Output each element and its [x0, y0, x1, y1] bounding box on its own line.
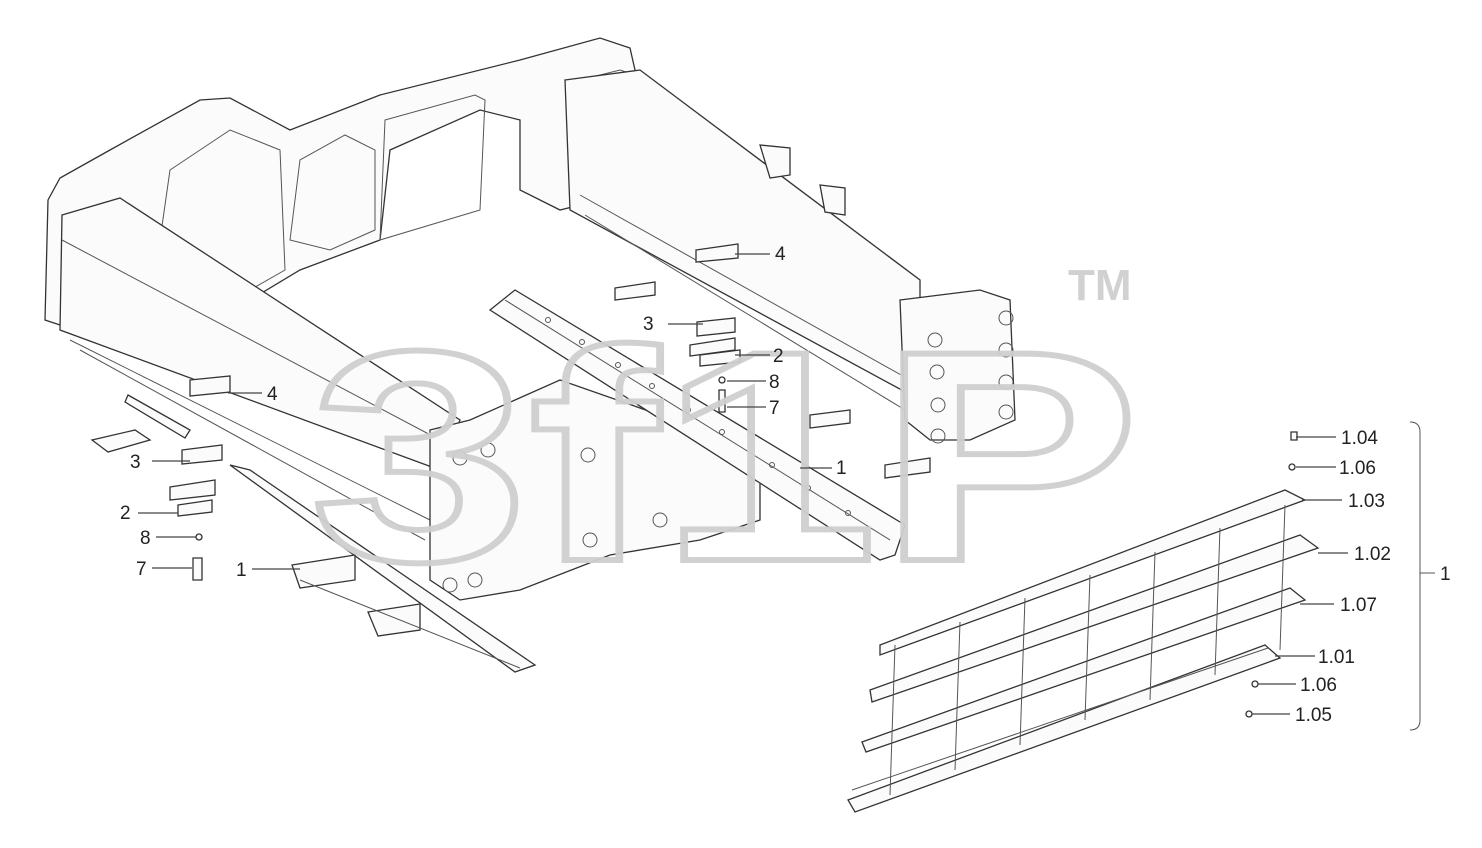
detail-exploded-view	[847, 421, 1435, 813]
top-edge-assembly	[488, 243, 931, 561]
detail-item-1-06-bottom: 1.06	[1300, 675, 1337, 696]
callout-top-3: 3	[643, 314, 654, 335]
callout-left-8: 8	[140, 528, 151, 549]
detail-item-1-05: 1.05	[1295, 705, 1332, 726]
detail-item-1-02: 1.02	[1354, 544, 1391, 565]
callout-top-2: 2	[773, 346, 784, 367]
watermark: 3f1P TM	[307, 261, 1143, 627]
callout-left-2: 2	[120, 503, 131, 524]
callout-left-3: 3	[130, 452, 141, 473]
detail-item-1-03: 1.03	[1348, 491, 1385, 512]
callout-left-1: 1	[236, 560, 247, 581]
detail-item-1-07: 1.07	[1340, 595, 1377, 616]
bucket-frame	[44, 37, 1016, 601]
leader-lines	[138, 253, 1348, 715]
callout-top-7: 7	[769, 398, 780, 419]
detail-item-1-04: 1.04	[1341, 428, 1378, 449]
callout-labels: 4 3 2 8 7 1 4 3 2 8 7 1 1.04 1.06 1.03 1…	[120, 244, 1451, 726]
callout-left-4: 4	[267, 384, 278, 405]
callout-top-1: 1	[836, 458, 847, 479]
watermark-brand: 3f1P	[310, 288, 1140, 624]
callout-left-7: 7	[136, 559, 147, 580]
detail-group-label: 1	[1440, 564, 1451, 585]
callout-top-8: 8	[769, 372, 780, 393]
detail-item-1-01: 1.01	[1318, 647, 1355, 668]
watermark-tm: TM	[1068, 261, 1132, 310]
left-edge-assembly	[90, 375, 537, 673]
callout-top-4: 4	[775, 244, 786, 265]
detail-item-1-06-top: 1.06	[1339, 458, 1376, 479]
